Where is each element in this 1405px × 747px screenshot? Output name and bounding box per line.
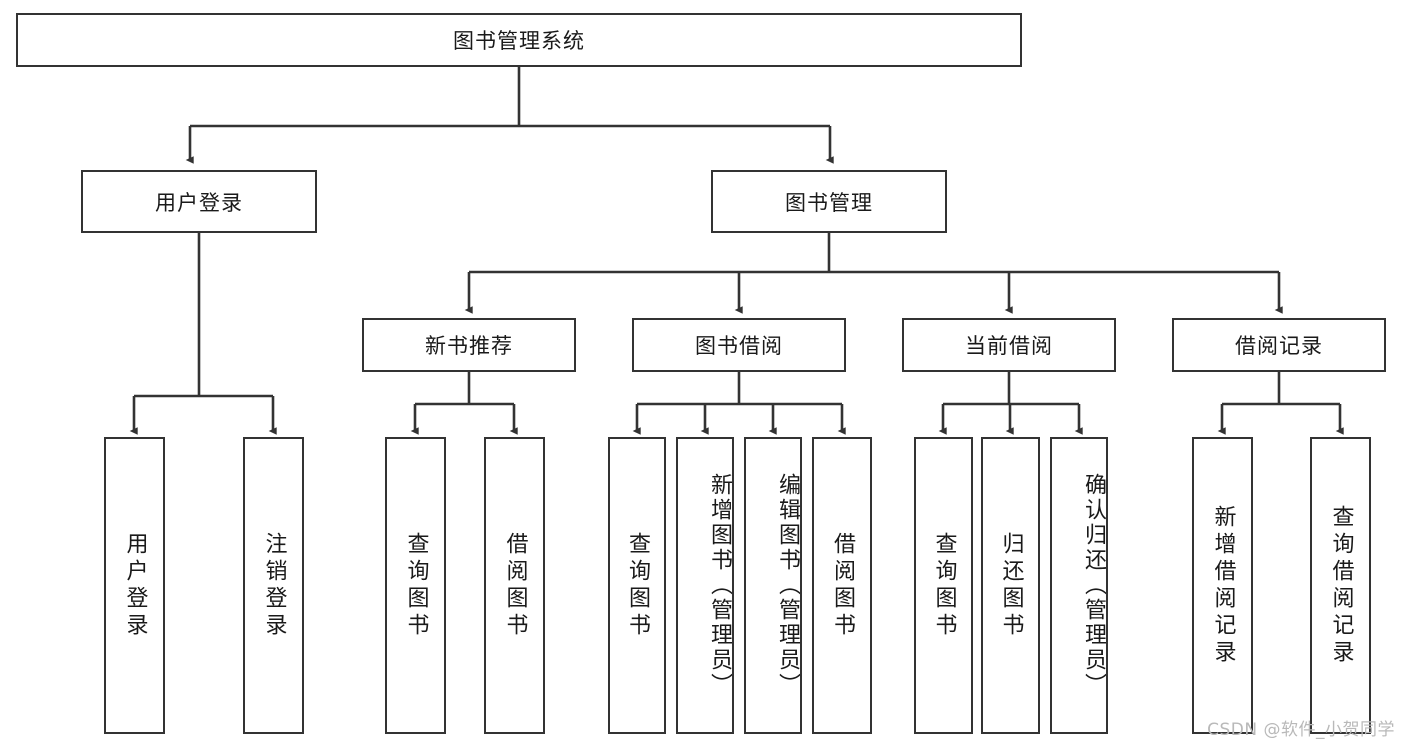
node-book-management[interactable]: 图书管理 — [711, 170, 947, 233]
node-new-book-recommendation[interactable]: 新书推荐 — [362, 318, 576, 372]
leaf-user-login-login[interactable]: 用户登录 — [104, 437, 165, 734]
leaf-current-borrow-return-books[interactable]: 归还图书 — [981, 437, 1040, 734]
leaf-book-borrow-edit-book-admin[interactable]: 编辑图书（管理员） — [744, 437, 802, 734]
leaf-record-add-borrow-record[interactable]: 新增借阅记录 — [1192, 437, 1253, 734]
leaf-book-borrow-query-books[interactable]: 查询图书 — [608, 437, 666, 734]
leaf-book-borrow-borrow-books[interactable]: 借阅图书 — [812, 437, 872, 734]
leaf-current-borrow-query-books[interactable]: 查询图书 — [914, 437, 973, 734]
node-user-login[interactable]: 用户登录 — [81, 170, 317, 233]
node-borrowing-records[interactable]: 借阅记录 — [1172, 318, 1386, 372]
leaf-record-query-borrow-record[interactable]: 查询借阅记录 — [1310, 437, 1371, 734]
leaf-book-borrow-add-book-admin[interactable]: 新增图书（管理员） — [676, 437, 734, 734]
leaf-new-book-borrow-books[interactable]: 借阅图书 — [484, 437, 545, 734]
leaf-current-borrow-confirm-return-admin[interactable]: 确认归还（管理员） — [1050, 437, 1108, 734]
node-current-borrowing[interactable]: 当前借阅 — [902, 318, 1116, 372]
node-root-book-management-system[interactable]: 图书管理系统 — [16, 13, 1022, 67]
node-book-borrowing[interactable]: 图书借阅 — [632, 318, 846, 372]
leaf-new-book-query-books[interactable]: 查询图书 — [385, 437, 446, 734]
leaf-user-login-logout[interactable]: 注销登录 — [243, 437, 304, 734]
watermark-text: CSDN @软件_小贺同学 — [1207, 720, 1395, 740]
